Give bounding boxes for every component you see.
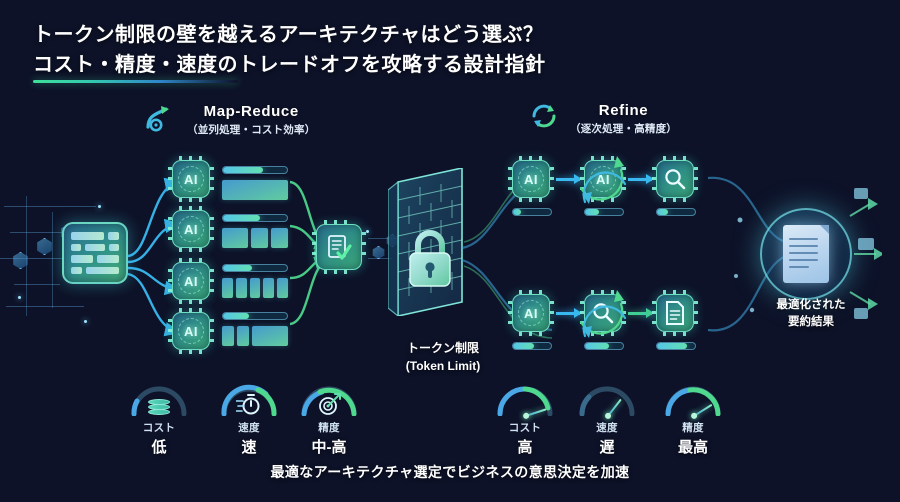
flow-arrow [556, 178, 580, 181]
metric-accuracy-mapreduce: 精度 中-高 [292, 382, 366, 457]
metric-speed-mapreduce: 速度 速 [212, 382, 286, 457]
metric-name: 精度 [318, 422, 340, 434]
refine-progress-bar [512, 208, 552, 216]
section-heading-mapreduce: Map-Reduce （並列処理・コスト効率） [143, 100, 315, 139]
result-caption-line-2: 要約結果 [788, 316, 834, 328]
branch-gear-icon [143, 100, 177, 139]
coins-icon [128, 382, 190, 416]
map-progress-bar [222, 312, 288, 320]
metric-value: 高 [517, 439, 533, 456]
refresh-cycle-icon [528, 100, 560, 137]
refine-progress-bar [584, 208, 624, 216]
metric-cost-mapreduce: コスト 低 [122, 382, 196, 457]
section-subtitle: （並列処理・コスト効率） [187, 123, 316, 136]
metric-value: 速 [241, 439, 257, 456]
ai-chip-icon[interactable]: AI [508, 156, 554, 202]
map-progress-bar [222, 166, 288, 174]
metric-name: コスト [142, 422, 176, 434]
section-title: Map-Reduce [203, 102, 299, 120]
map-block-row [222, 326, 288, 346]
flow-arrow [628, 312, 652, 315]
token-limit-jp: トークン制限 [406, 341, 479, 355]
document-check-icon[interactable] [312, 220, 366, 274]
ai-chip-icon[interactable]: AI [168, 206, 214, 252]
flow-arrow [556, 312, 580, 315]
flow-arrow [628, 178, 652, 181]
gauge-icon [576, 382, 638, 417]
metric-accuracy-refine: 精度 最高 [656, 382, 730, 457]
metric-value: 遅 [599, 439, 615, 456]
metric-name: 速度 [238, 422, 260, 434]
page-title: トークン制限の壁を越えるアーキテクチャはどう選ぶ？ コスト・精度・速度のトレード… [33, 20, 753, 80]
token-limit-caption: トークン制限 (Token Limit) [383, 339, 503, 375]
document-icon[interactable] [652, 290, 698, 336]
result-caption: 最適化された 要約結果 [742, 297, 880, 331]
refine-progress-bar [656, 342, 696, 350]
magnifier-icon[interactable] [652, 156, 698, 202]
result-radiating-arrows [734, 188, 882, 319]
metric-name: 速度 [596, 422, 618, 434]
refine-loop-icon [579, 290, 627, 338]
title-line-1: トークン制限の壁を越えるアーキテクチャはどう選ぶ？ [33, 24, 544, 46]
metric-speed-refine: 速度 遅 [570, 382, 644, 457]
refine-progress-bar [656, 208, 696, 216]
refine-progress-bar [512, 342, 552, 350]
refine-progress-bar [584, 342, 624, 350]
stopwatch-icon [218, 382, 280, 416]
metric-cost-refine: コスト 高 [488, 382, 562, 457]
metric-value: 最高 [677, 439, 708, 456]
section-title: Refine [598, 101, 649, 119]
map-block-row [222, 180, 288, 200]
map-progress-bar [222, 264, 288, 272]
metric-name: 精度 [682, 422, 704, 434]
ai-chip-icon[interactable]: AI [168, 258, 214, 304]
section-subtitle: （逐次処理・高精度） [570, 122, 677, 135]
result-caption-line-1: 最適化された [776, 299, 846, 311]
metric-value: 中-高 [311, 439, 347, 456]
refine-loop-icon [579, 156, 627, 204]
data-grid-icon [62, 222, 128, 284]
title-line-2: コスト・精度・速度のトレードオフを攻略する設計指針 [33, 54, 546, 76]
metric-value: 低 [151, 439, 167, 456]
ai-chip-icon[interactable]: AI [168, 308, 214, 354]
metric-name: コスト [508, 422, 542, 434]
map-progress-bar [222, 214, 288, 222]
token-limit-en: (Token Limit) [405, 359, 481, 373]
target-icon [298, 382, 360, 416]
ai-chip-icon[interactable]: AI [508, 290, 554, 336]
footer-caption: 最適なアーキテクチャ選定でビジネスの意思決定を加速 [270, 464, 630, 480]
title-underline [33, 80, 238, 83]
ai-chip-icon[interactable]: AI [168, 156, 214, 202]
padlock-icon[interactable] [404, 228, 456, 290]
summary-document-icon[interactable] [760, 208, 852, 300]
map-block-row [222, 278, 288, 298]
map-block-row [222, 228, 288, 248]
gauge-icon [662, 382, 724, 418]
section-heading-refine: Refine （逐次処理・高精度） [528, 100, 677, 137]
gauge-icon [494, 382, 556, 418]
